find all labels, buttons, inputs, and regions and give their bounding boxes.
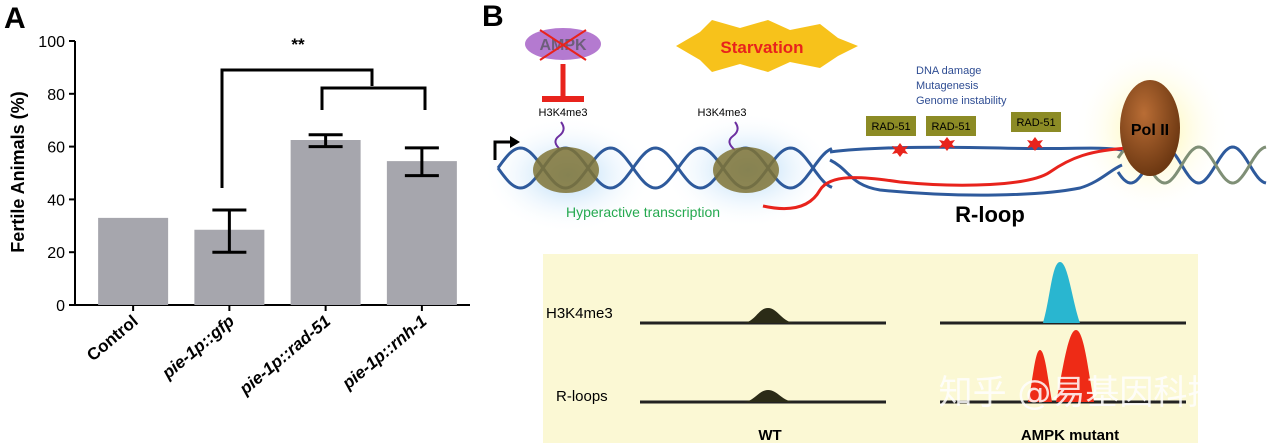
track-label-h3k4me3: H3K4me3: [546, 305, 613, 322]
nucleosome-right: [713, 147, 779, 193]
damage-star-1: [892, 143, 908, 157]
nucleosome-left: [533, 147, 599, 193]
y-tick-label: 40: [47, 192, 65, 209]
x-tick-label: pie-1p::rad-51: [235, 312, 334, 399]
rloop-top-strand: [829, 145, 1123, 154]
x-tick-label: pie-1p::gfp: [158, 312, 238, 384]
starvation-burst: [676, 20, 858, 72]
mutant-rloop-peak-1: [1028, 350, 1052, 402]
dna-damage-text: DNA damage: [916, 65, 981, 77]
rad51-box-3: RAD-51: [1011, 112, 1061, 132]
methyl-mark-left: [554, 121, 565, 151]
promoter-arrow: [493, 140, 512, 160]
pol2-label: Pol II: [1131, 122, 1169, 139]
pol2-ellipse: [1120, 80, 1180, 176]
rna-strand: [762, 146, 1131, 211]
bar: [290, 140, 361, 305]
rloop-bottom-strand: [829, 158, 1123, 197]
mutant-h3k4me3-peak: [1043, 262, 1080, 323]
condition-label-wt: WT: [758, 427, 781, 443]
significance-bracket: [220, 68, 427, 188]
panel-b: B AMPK Starvation H3K4me3 H3K4me3 Hypera…: [482, 0, 1267, 443]
y-tick-label: 0: [56, 298, 65, 315]
y-tick-label: 80: [47, 87, 65, 104]
methyl-mark-right: [728, 121, 739, 151]
damage-star-2: [939, 137, 955, 151]
mutant-rloop-peak-2: [1056, 330, 1094, 402]
inner-bracket-line: [320, 86, 427, 110]
mutagenesis-text: Mutagenesis: [916, 80, 979, 92]
significance-label: **: [291, 35, 305, 54]
bar: [386, 161, 457, 305]
y-tick-label: 20: [47, 245, 65, 262]
x-tick-label: pie-1p::rnh-1: [338, 312, 431, 394]
rad51-label: RAD-51: [931, 121, 970, 133]
rad51-box-1: RAD-51: [866, 116, 916, 136]
panel-a-letter: A: [4, 2, 26, 35]
y-axis-title: Fertile Animals (%): [8, 91, 28, 252]
wt-rloop-peak: [742, 390, 796, 402]
watermark-text: 知乎 @易基因科技: [939, 373, 1222, 413]
profile-panel: [543, 254, 1198, 443]
wt-h3k4me3-peak: [742, 308, 796, 323]
rad51-label: RAD-51: [1016, 117, 1055, 129]
y-tick-label: 60: [47, 140, 65, 157]
rad51-box-2: RAD-51: [926, 116, 976, 136]
rad51-label: RAD-51: [871, 121, 910, 133]
h3k4me3-label-right: H3K4me3: [698, 107, 747, 119]
hyperactive-transcription-label: Hyperactive transcription: [566, 204, 720, 220]
x-tick-label: Control: [83, 312, 142, 365]
h3k4me3-label-left: H3K4me3: [539, 107, 588, 119]
promoter-arrowhead: [510, 136, 520, 148]
bar: [98, 217, 169, 305]
rloop-label: R-loop: [955, 202, 1025, 227]
genome-instability-text: Genome instability: [916, 95, 1007, 107]
condition-label-mutant: AMPK mutant: [1021, 427, 1119, 443]
panel-b-letter: B: [482, 0, 504, 33]
starvation-label: Starvation: [720, 38, 803, 57]
damage-star-3: [1027, 137, 1043, 151]
track-label-rloops: R-loops: [556, 388, 608, 405]
outer-bracket-line: [220, 68, 374, 188]
y-tick-label: 100: [38, 34, 65, 51]
ampk-cross-line-2: [539, 29, 587, 61]
